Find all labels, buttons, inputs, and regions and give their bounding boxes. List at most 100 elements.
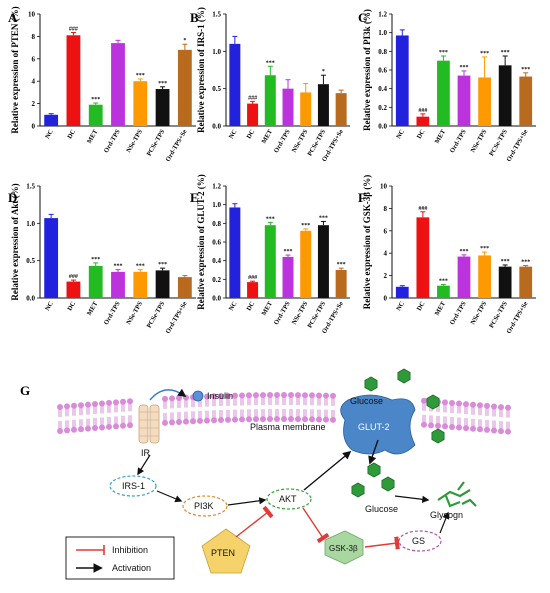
x-tick-label: NSe-TPS	[291, 300, 310, 326]
y-tick-label: 0.5	[212, 85, 221, 93]
bar	[335, 93, 347, 126]
significance-label: ###	[418, 108, 427, 114]
x-tick-label: Ord-TPS	[103, 300, 122, 326]
x-tick-label: NSe-TPS	[125, 300, 144, 326]
x-tick-label: NSe-TPS	[470, 128, 489, 154]
lipid-head	[505, 428, 511, 435]
x-tick-label: DC	[66, 300, 77, 312]
glucose-hexagon-icon	[431, 428, 445, 444]
y-tick-label: 0.2	[378, 104, 387, 112]
significance-label: ###	[418, 206, 427, 212]
y-tick-label: 1.0	[26, 220, 35, 228]
glucose-bottom-label: Glucose	[365, 504, 398, 514]
bar	[88, 265, 103, 298]
glut2-label: GLUT-2	[358, 422, 390, 432]
lipid-head	[309, 392, 315, 399]
x-tick-label: Ord-TPS+Se	[505, 300, 529, 335]
lipid-head	[323, 392, 329, 399]
y-tick-label: 1.0	[212, 201, 221, 209]
bar	[395, 35, 409, 126]
lipid-head	[78, 426, 84, 433]
y-tick-label: 0.4	[378, 85, 387, 93]
lipid-head	[246, 392, 252, 399]
akt-label: AKT	[279, 494, 297, 504]
lipid-head	[239, 392, 245, 399]
lipid-head	[120, 398, 126, 405]
insulin-label: Insulin	[207, 391, 233, 401]
lipid-head	[330, 416, 336, 423]
x-tick-label: Ord-TPS	[449, 128, 468, 154]
irs1-node	[109, 475, 157, 497]
x-tick-label: Ord-TPS+Se	[165, 128, 189, 163]
bar	[229, 207, 241, 298]
glut2-transporter-icon	[340, 394, 416, 455]
irs1-to-pi3k-arrow	[156, 490, 183, 503]
gsk3b-label: GSK-3β	[329, 544, 358, 553]
x-tick-label: MET	[434, 300, 448, 317]
significance-label: *	[183, 38, 186, 44]
lipid-head	[316, 416, 322, 423]
lipid-head	[78, 402, 84, 409]
y-tick-label: 0.6	[378, 67, 387, 75]
lipid-head	[232, 416, 238, 423]
lipid-head	[281, 416, 287, 423]
bar	[519, 266, 533, 298]
y-tick-label: 0.5	[26, 257, 35, 265]
lipid-head	[498, 428, 504, 435]
lipid-head	[106, 423, 112, 430]
lipid-head	[253, 416, 259, 423]
x-tick-label: NSe-TPS	[291, 128, 310, 154]
bar	[335, 270, 347, 298]
lipid-head	[491, 427, 497, 434]
bar	[177, 49, 192, 127]
bar	[247, 282, 259, 298]
glycogen-icon	[437, 481, 477, 508]
y-tick-label: 2	[384, 272, 388, 280]
lipid-head	[435, 422, 441, 429]
gs-to-glycogen-arrow	[439, 511, 450, 534]
y-tick-label: 8	[384, 205, 388, 213]
bar	[155, 270, 170, 298]
bar	[282, 256, 294, 298]
bar	[66, 281, 81, 298]
bar	[88, 104, 103, 126]
bar	[282, 88, 294, 126]
bar	[457, 75, 471, 126]
significance-label: ***	[521, 67, 530, 73]
lipid-head	[477, 426, 483, 433]
y-axis-title: Relative expression of GLUT-2 (%)	[196, 174, 206, 310]
y-tick-label: 8	[32, 33, 36, 41]
bar	[111, 271, 125, 298]
significance-label: ***	[439, 50, 448, 56]
glycogn-label: Glycogn	[430, 510, 463, 520]
bar	[264, 75, 276, 126]
y-tick-label: 6	[32, 55, 36, 63]
lipid-head	[113, 399, 119, 406]
x-tick-label: NC	[395, 128, 406, 140]
x-tick-label: DC	[66, 128, 77, 140]
lipid-head	[505, 404, 511, 411]
lipid-head	[106, 399, 112, 406]
lipid-head	[204, 393, 210, 400]
lipid-head	[169, 395, 175, 402]
lipid-head	[295, 392, 301, 399]
y-tick-label: 0.0	[26, 295, 35, 303]
akt-to-glut2-arrow	[303, 450, 352, 491]
lipid-head	[442, 399, 448, 406]
lipid-head	[92, 425, 98, 432]
lipid-head	[85, 401, 91, 408]
y-tick-label: 10	[28, 11, 36, 19]
significance-label: ***	[284, 249, 293, 255]
lipid-head	[421, 397, 427, 404]
pten-inhibits-akt	[235, 505, 274, 538]
y-tick-label: 0.0	[378, 123, 387, 131]
lipid-head	[281, 392, 287, 399]
bar	[416, 116, 430, 126]
x-tick-label: NC	[44, 300, 55, 312]
bar	[247, 103, 259, 126]
significance-label: ***	[439, 279, 448, 285]
y-tick-label: 4	[384, 250, 388, 258]
